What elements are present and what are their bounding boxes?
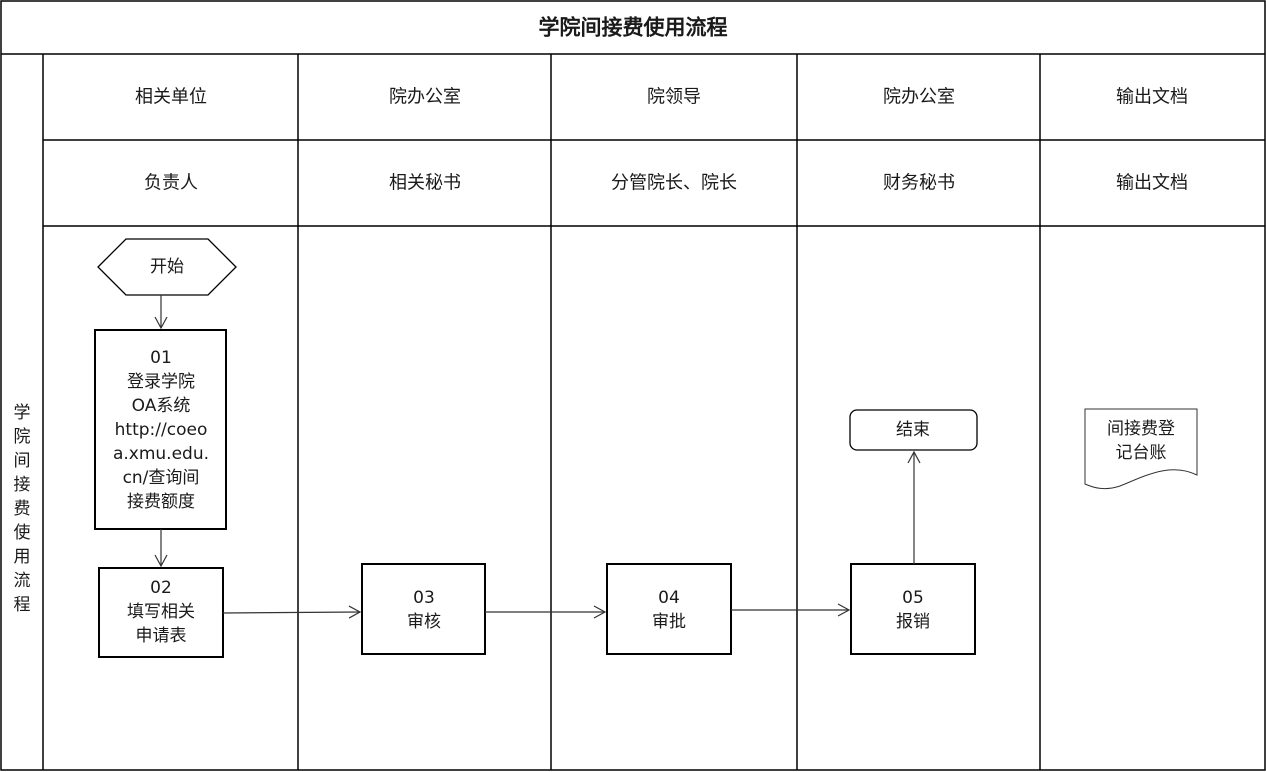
side-char: 费 xyxy=(14,499,31,519)
step-01-line: http://coeo xyxy=(115,420,208,440)
step-03-node: 03 审核 xyxy=(361,563,486,655)
document-shape xyxy=(1084,408,1198,490)
side-char: 流 xyxy=(14,571,31,591)
lane-dept-header: 院办公室 xyxy=(389,87,461,108)
side-char: 学 xyxy=(14,403,31,423)
start-node: 开始 xyxy=(97,238,237,296)
lane-role-header: 负责人 xyxy=(144,173,198,194)
lane-role-header: 输出文档 xyxy=(1116,173,1188,194)
lane-dept-header: 相关单位 xyxy=(135,87,207,108)
step-04-box xyxy=(606,563,732,655)
step-02-line: 02 xyxy=(150,578,172,598)
side-char: 使 xyxy=(14,522,31,543)
document-line: 记台账 xyxy=(1116,443,1167,463)
diagram-title: 学院间接费使用流程 xyxy=(539,15,728,40)
side-char: 接 xyxy=(14,475,31,495)
side-char: 院 xyxy=(14,427,31,447)
step-01-line: a.xmu.edu. xyxy=(113,444,209,464)
side-label: 学 院 间 接 费 使 用 流 程 xyxy=(14,403,31,615)
side-char: 用 xyxy=(14,547,31,567)
step-05-line: 报销 xyxy=(896,612,930,632)
start-label: 开始 xyxy=(150,257,184,277)
lane-role-header: 相关秘书 xyxy=(389,173,461,194)
step-03-line: 审核 xyxy=(407,612,441,632)
step-01-line: cn/查询间 xyxy=(123,468,200,488)
step-01-node: 01 登录学院 OA系统 http://coeo a.xmu.edu. cn/查… xyxy=(94,329,227,530)
step-01-line: 01 xyxy=(150,348,172,368)
document-line: 间接费登 xyxy=(1107,419,1175,439)
step-01-line: OA系统 xyxy=(132,396,191,416)
output-document-node: 间接费登 记台账 xyxy=(1084,408,1198,490)
step-02-line: 申请表 xyxy=(136,626,187,646)
step-02-line: 填写相关 xyxy=(127,602,195,622)
arrow-02-to-03 xyxy=(222,605,362,619)
end-node: 结束 xyxy=(849,409,978,451)
step-01-line: 接费额度 xyxy=(127,492,195,512)
step-04-node: 04 审批 xyxy=(606,563,732,655)
lane-dept-header: 院办公室 xyxy=(883,87,955,108)
lane-role-header: 财务秘书 xyxy=(883,173,955,194)
lane-dept-header: 输出文档 xyxy=(1116,87,1188,108)
side-char: 程 xyxy=(14,595,31,615)
end-label: 结束 xyxy=(896,420,930,440)
lane-dept-header: 院领导 xyxy=(647,87,701,108)
step-03-line: 03 xyxy=(413,588,435,608)
step-05-node: 05 报销 xyxy=(850,563,976,655)
step-02-node: 02 填写相关 申请表 xyxy=(98,567,224,658)
step-04-line: 04 xyxy=(658,588,680,608)
step-05-box xyxy=(850,563,976,655)
step-05-line: 05 xyxy=(902,588,924,608)
lane-role-header: 分管院长、院长 xyxy=(611,173,737,194)
step-01-line: 登录学院 xyxy=(127,372,195,392)
end-rounded-box xyxy=(849,409,978,451)
step-04-line: 审批 xyxy=(652,612,686,632)
start-hexagon xyxy=(97,238,237,296)
side-char: 间 xyxy=(14,451,31,471)
step-01-box xyxy=(94,329,227,530)
step-03-box xyxy=(361,563,486,655)
